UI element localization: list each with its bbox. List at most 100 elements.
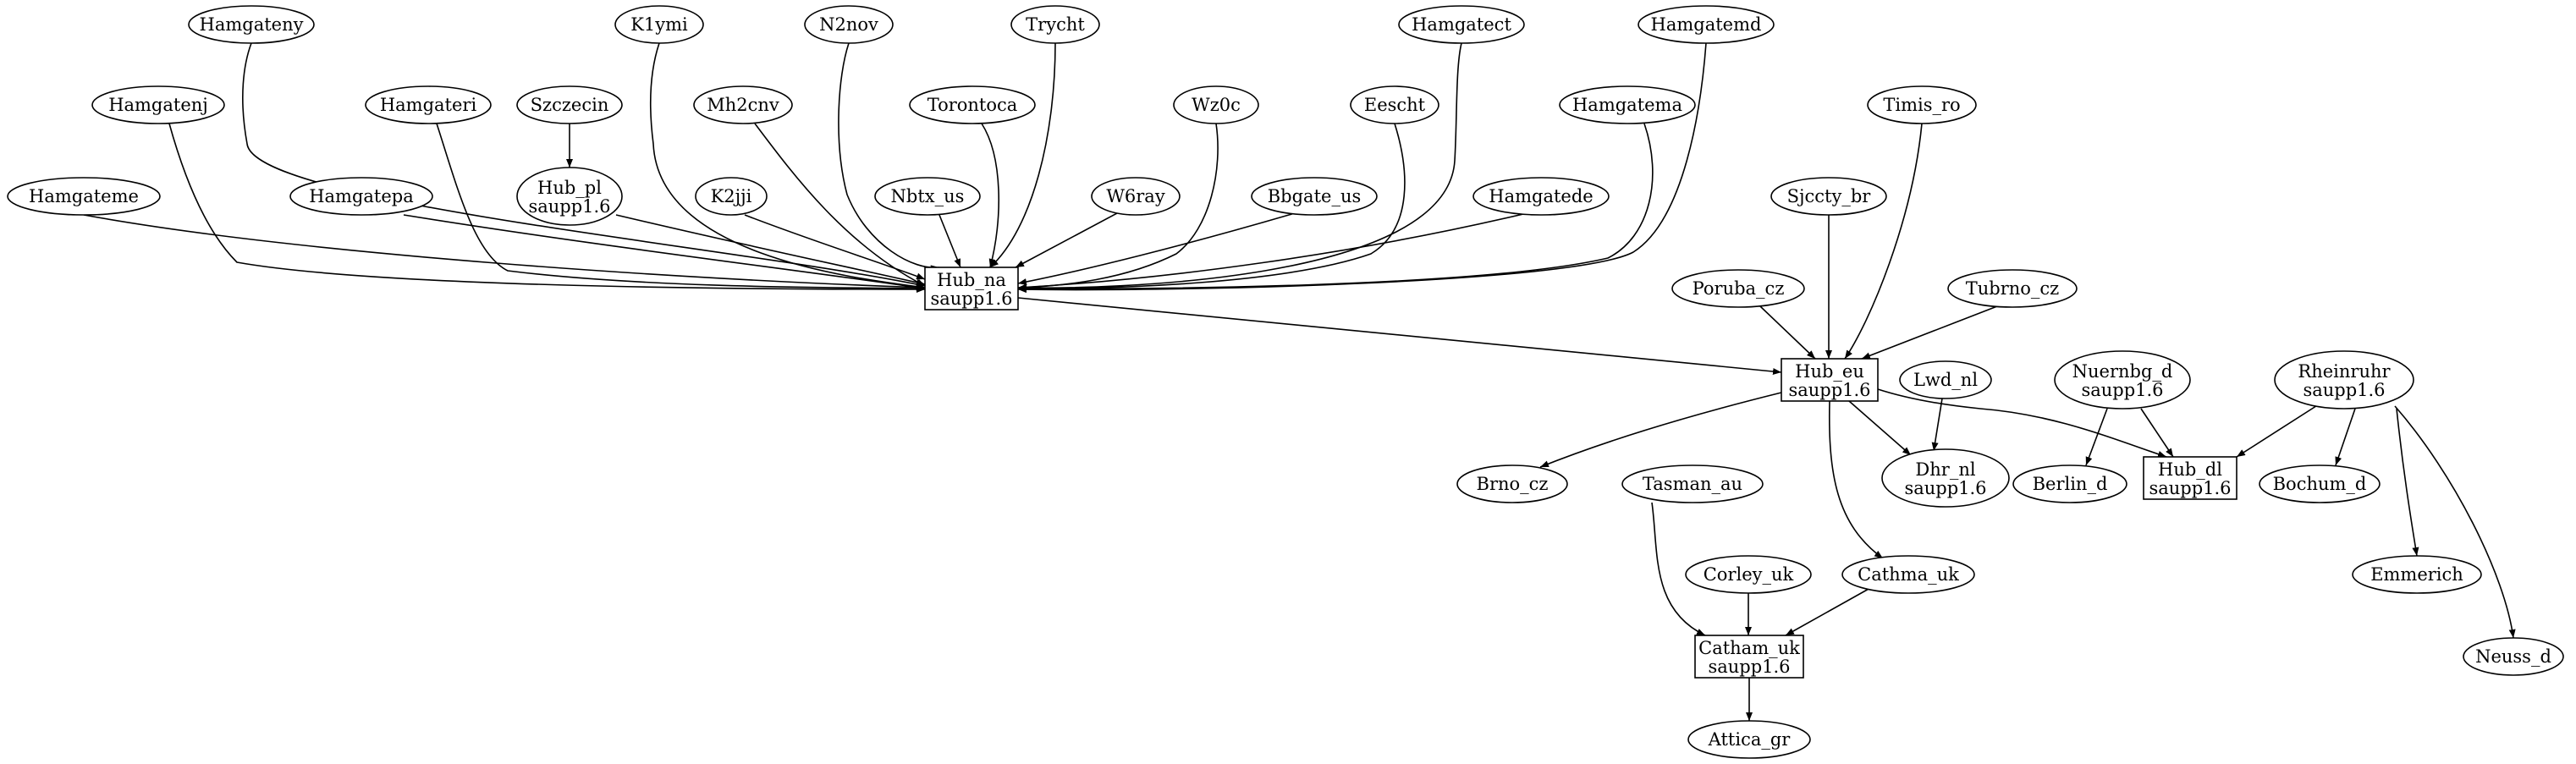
node-ellipse <box>874 177 981 216</box>
node-n2nov: N2nov <box>804 5 894 44</box>
edge-n2nov-to-hub-na <box>838 42 940 272</box>
node-ellipse <box>516 85 623 124</box>
edge-trycht-to-hub-na <box>989 42 1056 268</box>
edge-hub-eu-to-dhr-nl <box>1848 400 1912 456</box>
edge-hamgatect-to-hub-na <box>1017 42 1462 292</box>
node-sublabel: saupp1.6 <box>2303 380 2385 400</box>
node-ellipse <box>7 177 161 216</box>
node-hamgatema: Hamgatema <box>1559 85 1696 124</box>
node-ellipse <box>91 85 225 124</box>
node-ellipse <box>2259 464 2381 503</box>
node-label: Mh2cnv <box>707 95 779 115</box>
node-ellipse <box>1173 85 1259 124</box>
node-sublabel: saupp1.6 <box>2081 380 2163 400</box>
node-emmerich: Emmerich <box>2352 555 2482 594</box>
node-label: Berlin_d <box>2033 474 2108 494</box>
node-label: Hub_pl <box>537 178 602 198</box>
edges-layer <box>83 42 2516 721</box>
node-ellipse <box>2352 555 2482 594</box>
node-ellipse <box>1091 177 1181 216</box>
node-ellipse <box>1947 269 2078 308</box>
node-label: Lwd_nl <box>1913 370 1978 390</box>
node-lwd-nl: Lwd_nl <box>1899 360 1992 399</box>
node-ellipse <box>1671 269 1805 308</box>
node-label: Trycht <box>1026 14 1085 35</box>
edge-hub-pl-to-hub-na <box>615 214 926 286</box>
node-label: Hamgatenj <box>108 95 208 115</box>
node-ellipse <box>1621 464 1764 503</box>
node-label: Poruba_cz <box>1693 278 1785 299</box>
edge-torontoca-to-hub-na <box>981 123 1000 268</box>
edge-nuernbg-d-to-berlin-d <box>2085 408 2108 466</box>
edge-cathma-uk-to-catham-uk <box>1785 587 1871 636</box>
node-ellipse <box>1350 85 1439 124</box>
node-ellipse <box>695 177 768 216</box>
node-label: Hub_dl <box>2158 459 2222 480</box>
node-ellipse <box>693 85 793 124</box>
node-mh2cnv: Mh2cnv <box>693 85 793 124</box>
edge-k2jji-to-hub-na <box>744 214 926 280</box>
node-sublabel: saupp1.6 <box>1904 478 1986 498</box>
edge-hamgateme-to-hub-na <box>83 214 926 291</box>
node-ellipse <box>614 5 704 44</box>
node-brno-cz: Brno_cz <box>1456 464 1568 503</box>
edge-rheinruhr-to-bochum-d <box>2335 408 2356 466</box>
node-hamgatepa: Hamgatepa <box>289 177 433 216</box>
node-label: Brno_cz <box>1477 474 1549 494</box>
node-ellipse <box>909 85 1036 124</box>
node-wz0c: Wz0c <box>1173 85 1259 124</box>
node-ellipse <box>1638 5 1775 44</box>
node-label: Hamgatepa <box>309 186 414 206</box>
node-ellipse <box>1687 720 1811 759</box>
edge-hamgatepa-to-hub-na <box>403 214 926 291</box>
node-ellipse <box>1881 448 2010 508</box>
node-label: Hamgateme <box>29 186 139 206</box>
node-tubrno-cz: Tubrno_cz <box>1947 269 2078 308</box>
node-label: Wz0c <box>1192 95 1241 115</box>
node-label: Hub_eu <box>1795 361 1864 382</box>
node-ellipse <box>804 5 894 44</box>
node-attica-gr: Attica_gr <box>1687 720 1811 759</box>
node-label: Hamgatemd <box>1651 14 1762 35</box>
edge-lwd-nl-to-dhr-nl <box>1931 398 1943 452</box>
node-ellipse <box>2463 637 2564 676</box>
node-ellipse <box>1010 5 1100 44</box>
edge-hamgatema-to-hub-na <box>1017 123 1654 293</box>
node-tasman-au: Tasman_au <box>1621 464 1764 503</box>
node-eescht: Eescht <box>1350 85 1439 124</box>
node-label: Torontoca <box>927 95 1018 115</box>
edge-nbtx-us-to-hub-na <box>938 214 961 268</box>
node-torontoca: Torontoca <box>909 85 1036 124</box>
node-k1ymi: K1ymi <box>614 5 704 44</box>
node-sjccty-br: Sjccty_br <box>1770 177 1887 216</box>
node-label: Attica_gr <box>1708 729 1792 750</box>
node-bochum-d: Bochum_d <box>2259 464 2381 503</box>
node-hamgatemd: Hamgatemd <box>1638 5 1775 44</box>
node-label: Szczecin <box>531 95 609 115</box>
node-label: Dhr_nl <box>1915 459 1975 480</box>
node-label: Hamgateny <box>200 14 304 35</box>
node-label: Catham_uk <box>1698 638 1800 658</box>
node-hamgateny: Hamgateny <box>188 5 315 44</box>
node-label: K1ymi <box>630 14 688 35</box>
node-ellipse <box>1398 5 1525 44</box>
node-label: Neuss_d <box>2475 646 2551 667</box>
node-hamgatenj: Hamgatenj <box>91 85 225 124</box>
node-box <box>1694 635 1804 679</box>
node-sublabel: saupp1.6 <box>2149 478 2231 498</box>
node-ellipse <box>516 167 623 226</box>
node-box <box>1781 358 1879 402</box>
edge-tasman-au-to-catham-uk <box>1651 502 1706 636</box>
edge-rheinruhr-to-neuss-d <box>2394 405 2516 639</box>
node-ellipse <box>2054 350 2191 409</box>
node-sublabel: saupp1.6 <box>1788 380 1870 400</box>
node-szczecin: Szczecin <box>516 85 623 124</box>
node-berlin-d: Berlin_d <box>2012 464 2127 503</box>
edge-tubrno-cz-to-hub-eu <box>1861 305 1998 360</box>
node-label: W6ray <box>1106 186 1165 206</box>
